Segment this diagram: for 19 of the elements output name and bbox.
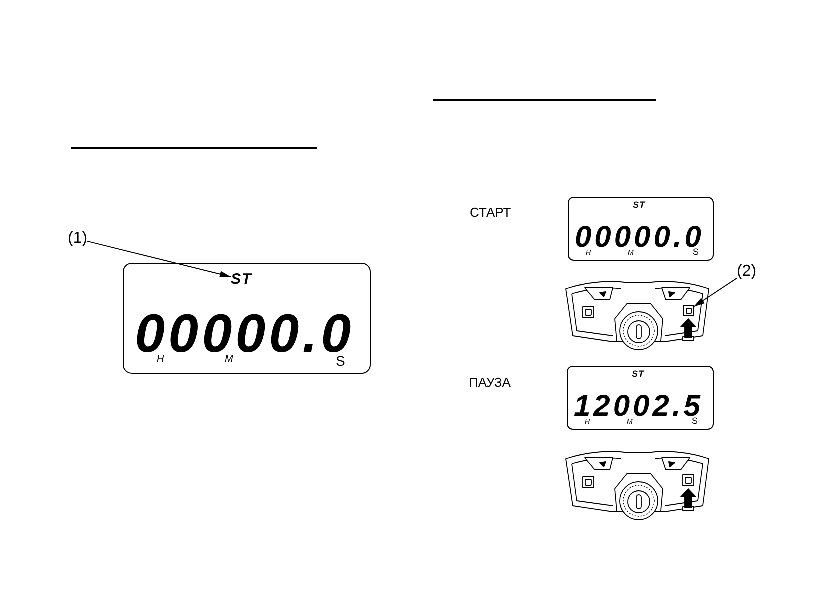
lcd-display (568, 197, 714, 261)
mode-indicator: ST (632, 371, 645, 378)
callout-number: (2) (737, 264, 757, 280)
time-readout: 00000.0 (575, 227, 704, 250)
mode-indicator: ST (231, 274, 252, 286)
lcd-display (123, 263, 371, 374)
unit-label: S (336, 356, 346, 366)
unit-label: S (693, 249, 700, 256)
unit-label: M (225, 356, 234, 364)
state-label: ПАУЗА (469, 376, 511, 389)
leader-line (87, 240, 232, 278)
time-readout: 00000.0 (135, 314, 355, 354)
unit-label: H (157, 356, 164, 364)
state-label: СТАРТ (470, 206, 512, 219)
unit-label: S (692, 418, 698, 425)
callout-number: (1) (68, 231, 88, 247)
mode-indicator: ST (633, 202, 646, 209)
lcd-display (567, 366, 714, 430)
time-readout: 12002.5 (574, 396, 704, 418)
